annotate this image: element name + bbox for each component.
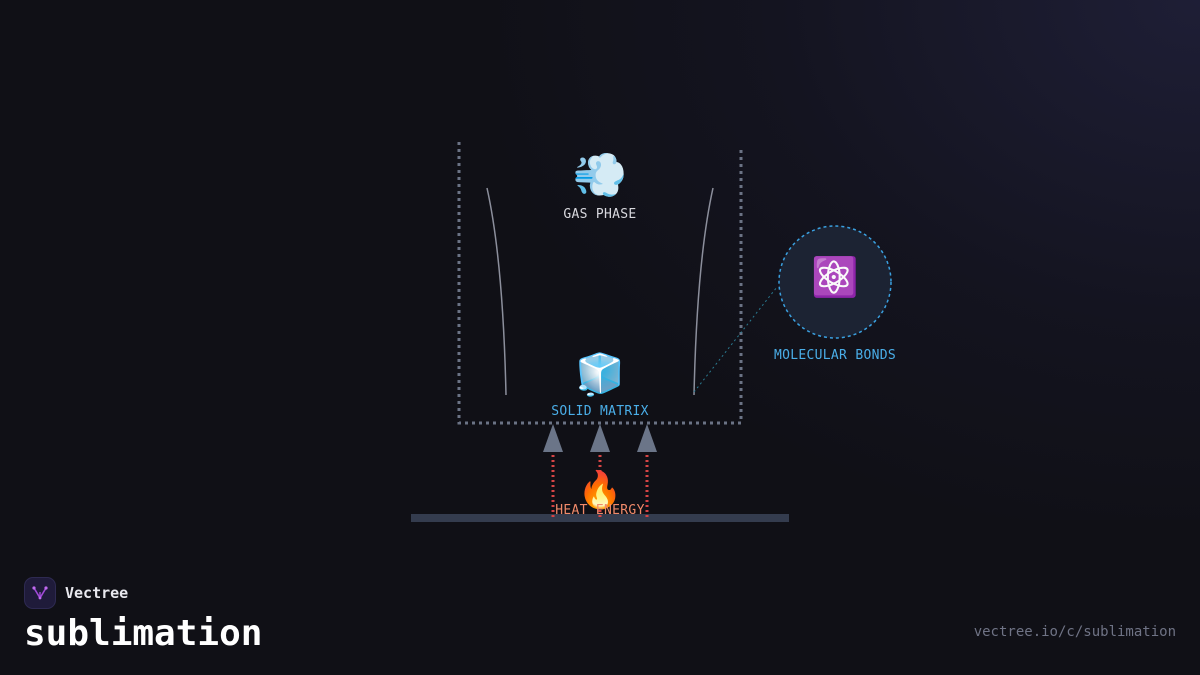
gas-cloud-icon: 💨 [573, 150, 628, 201]
vapor-curve-left [486, 187, 507, 396]
molecular-bonds-label: MOLECULAR BONDS [774, 348, 896, 363]
molecular-bonds-circle [778, 225, 892, 339]
bonds-connector [693, 286, 778, 393]
heat-arrow-center [590, 424, 610, 452]
vapor-curve-right [693, 187, 714, 396]
fire-icon: 🔥 [578, 469, 623, 511]
container-outline [457, 142, 743, 425]
heat-arrow-left [543, 424, 563, 452]
vectree-logo-icon [24, 577, 56, 609]
brand-name: Vectree [65, 584, 129, 602]
heat-source-plate [411, 514, 789, 522]
page-title: sublimation [24, 613, 263, 654]
page-url[interactable]: vectree.io/c/sublimation [973, 624, 1176, 640]
atom-icon: ⚛️ [811, 255, 858, 299]
gas-phase-label: GAS PHASE [563, 207, 636, 222]
heat-energy-label: HEAT ENERGY [555, 503, 644, 518]
ice-cube-icon: 🧊 [575, 351, 625, 398]
solid-matrix-label: SOLID MATRIX [551, 404, 649, 419]
brand: Vectree [24, 577, 128, 609]
heat-arrow-right [637, 424, 657, 452]
